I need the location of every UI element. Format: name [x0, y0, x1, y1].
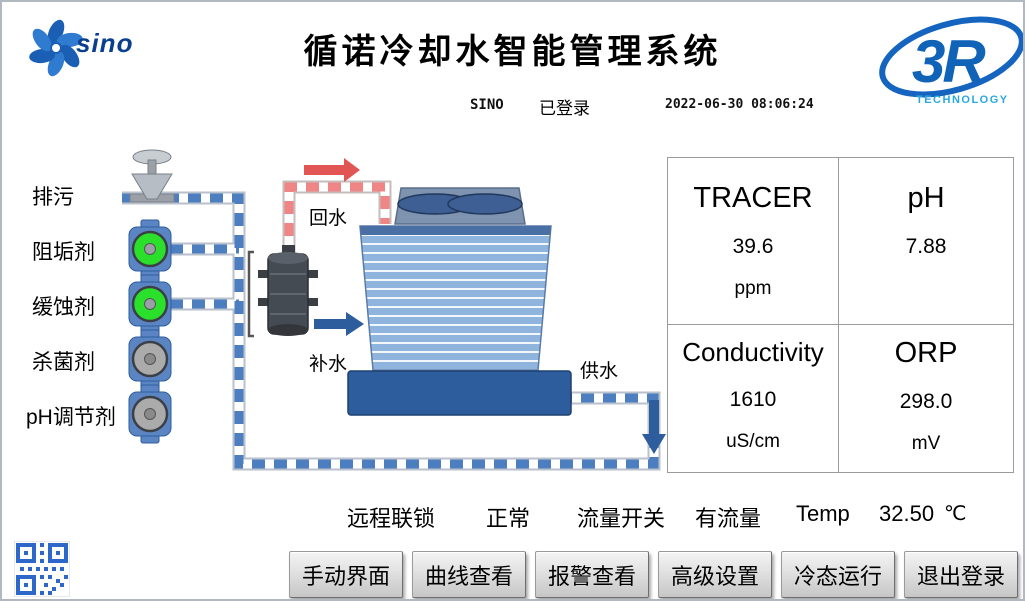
orp-value: 298.0 [899, 390, 953, 413]
conductivity-cell: Conductivity 1610 uS/cm [668, 325, 839, 472]
remote-interlock-value: 正常 [486, 506, 531, 531]
blue-pipe-network [122, 191, 661, 471]
ph-cell: pH 7.88 [839, 158, 1013, 325]
nav-button-bar: 手动界面 曲线查看 报警查看 高级设置 冷态运行 退出登录 [289, 551, 1018, 598]
tower-body [359, 225, 552, 371]
feed-label-blowdown: 排污 [32, 186, 74, 209]
nav-button-logout[interactable]: 退出登录 [904, 551, 1018, 598]
ph-value: 7.88 [905, 235, 947, 258]
filter-vessel [247, 245, 318, 338]
makeup-flow-arrow [314, 312, 364, 336]
page-title: 循诺冷却水智能管理系统 [303, 33, 722, 71]
orp-label: ORP [894, 337, 958, 369]
sino-logo: sino [12, 6, 162, 90]
conductivity-unit: uS/cm [726, 431, 780, 452]
remote-interlock-label: 远程联锁 [347, 506, 436, 531]
return-flow-arrow [304, 158, 360, 182]
makeup-water-label: 补水 [309, 354, 348, 375]
conductivity-label: Conductivity [682, 337, 824, 367]
brand-subtext: TECHNOLOGY [916, 94, 1009, 106]
sino-logo-text: sino [76, 28, 134, 58]
supply-flow-arrow [642, 400, 666, 454]
flow-switch-label: 流量开关 [577, 506, 666, 531]
measurement-panel: TRACER 39.6 ppm pH 7.88 Conductivity 161… [667, 157, 1014, 473]
conductivity-value: 1610 [729, 388, 777, 411]
tracer-label: TRACER [693, 182, 813, 214]
nav-button-settings[interactable]: 高级设置 [658, 551, 772, 598]
fan-blade [447, 193, 523, 215]
session-user: SINO [470, 97, 504, 113]
tracer-value: 39.6 [732, 235, 774, 258]
login-status: 已登录 [539, 99, 590, 118]
datetime-display: 2022-06-30 08:06:24 [665, 97, 814, 112]
tower-top-band [360, 226, 551, 235]
qr-code [14, 541, 70, 597]
nav-button-cold-run[interactable]: 冷态运行 [781, 551, 895, 598]
nav-button-manual[interactable]: 手动界面 [289, 551, 403, 598]
sino-flower-icon [29, 19, 83, 77]
nav-button-curves[interactable]: 曲线查看 [412, 551, 526, 598]
orp-cell: ORP 298.0 mV [839, 325, 1013, 472]
supply-water-label: 供水 [580, 361, 619, 382]
feed-label-biocide: 杀菌剂 [32, 351, 95, 374]
brand-text: 3R [912, 28, 985, 95]
tracer-unit: ppm [734, 278, 772, 299]
blowdown-valve [129, 149, 175, 203]
ph-label: pH [907, 182, 945, 214]
3r-technology-logo: 3R TECHNOLOGY [872, 2, 1023, 120]
cooling-tower [347, 187, 572, 416]
nav-button-alarms[interactable]: 报警查看 [535, 551, 649, 598]
orp-unit: mV [911, 433, 941, 454]
feed-label-corrosion-inhibitor: 缓蚀剂 [32, 296, 95, 319]
fan-deck [394, 187, 526, 225]
dosing-pump-biocide [128, 329, 172, 389]
dosing-pump-ph-adjuster [128, 384, 172, 444]
return-water-label: 回水 [309, 208, 348, 229]
fan-blade [397, 193, 473, 215]
temperature-value: 32.50 [879, 501, 935, 526]
temperature-label: Temp [796, 501, 850, 526]
temperature-unit: ℃ [944, 503, 967, 525]
feed-label-ph-adjuster: pH调节剂 [26, 406, 116, 429]
tower-basin [347, 370, 572, 416]
dosing-pump-corrosion-inhibitor [128, 274, 172, 334]
flow-switch-value: 有流量 [695, 506, 762, 531]
dosing-pump-scale-inhibitor [128, 219, 172, 279]
3r-logo-icon: 3R TECHNOLOGY [879, 16, 1023, 106]
feed-label-scale-inhibitor: 阻垢剂 [32, 241, 95, 264]
tracer-cell: TRACER 39.6 ppm [668, 158, 839, 325]
